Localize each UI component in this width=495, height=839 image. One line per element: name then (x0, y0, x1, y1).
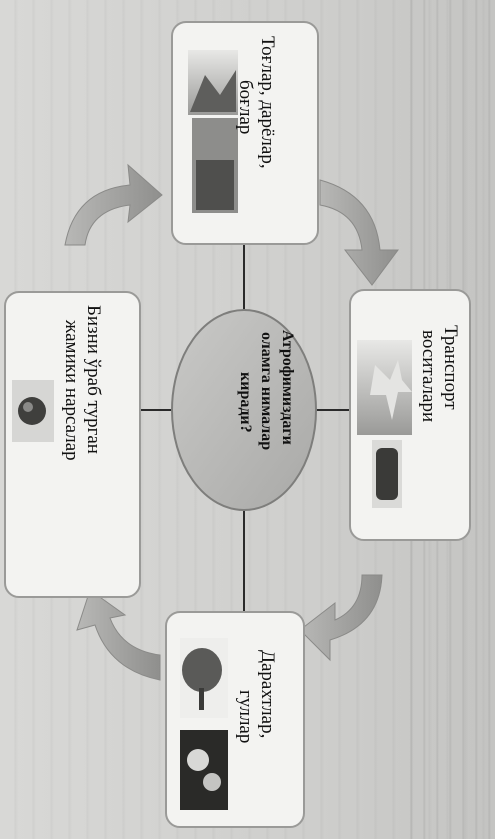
arrow-bottom-right (299, 574, 383, 662)
card-left: Бизни ўраб турган жамики нарсалар (4, 291, 141, 598)
cycle-arrows (64, 163, 399, 681)
card-top: Тоғлар, дарёлар, боғлар (171, 21, 319, 245)
card-bottom-line1: Дарахтлар, (257, 650, 278, 738)
svg-text:Бизни ўраб турган: Бизни ўраб турган (83, 305, 104, 454)
center-line3: киради? (237, 372, 254, 433)
card-left-line1: Бизни ўраб турган (83, 305, 104, 454)
svg-text:Тоғлар, дарёлар,: Тоғлар, дарёлар, (257, 36, 278, 169)
svg-text:Атрофимиздаги: Атрофимиздаги (279, 330, 296, 445)
card-bottom: Дарахтлар, гуллар (165, 611, 305, 828)
svg-text:Транспорт: Транспорт (440, 325, 461, 410)
card-right-line1: Транспорт (440, 325, 461, 410)
card-top-line2: боғлар (235, 80, 256, 134)
svg-text:боғлар: боғлар (235, 80, 256, 134)
card-right: Транспорт воситалари (349, 289, 471, 541)
svg-text:киради?: киради? (237, 372, 254, 433)
flowers-image (180, 730, 228, 810)
center-line1: Атрофимиздаги (279, 330, 296, 445)
center-hub: Атрофимиздаги оламга нималар киради? (171, 309, 317, 511)
card-left-line2: жамики нарсалар (61, 319, 82, 461)
arrow-bottom-left (76, 589, 161, 681)
card-top-line1: Тоғлар, дарёлар, (257, 36, 278, 169)
center-line2: оламга нималар (258, 332, 275, 450)
arrow-top-left (64, 163, 163, 246)
svg-text:оламга нималар: оламга нималар (258, 332, 275, 450)
svg-text:воситалари: воситалари (418, 330, 439, 422)
svg-text:жамики нарсалар: жамики нарсалар (61, 319, 82, 461)
connector-lines (140, 245, 355, 615)
card-right-line2: воситалари (418, 330, 439, 422)
arrow-top-right (319, 179, 399, 286)
svg-text:Дарахтлар,: Дарахтлар, (257, 650, 278, 738)
card-bottom-line2: гуллар (235, 690, 256, 743)
svg-text:гуллар: гуллар (235, 690, 256, 743)
